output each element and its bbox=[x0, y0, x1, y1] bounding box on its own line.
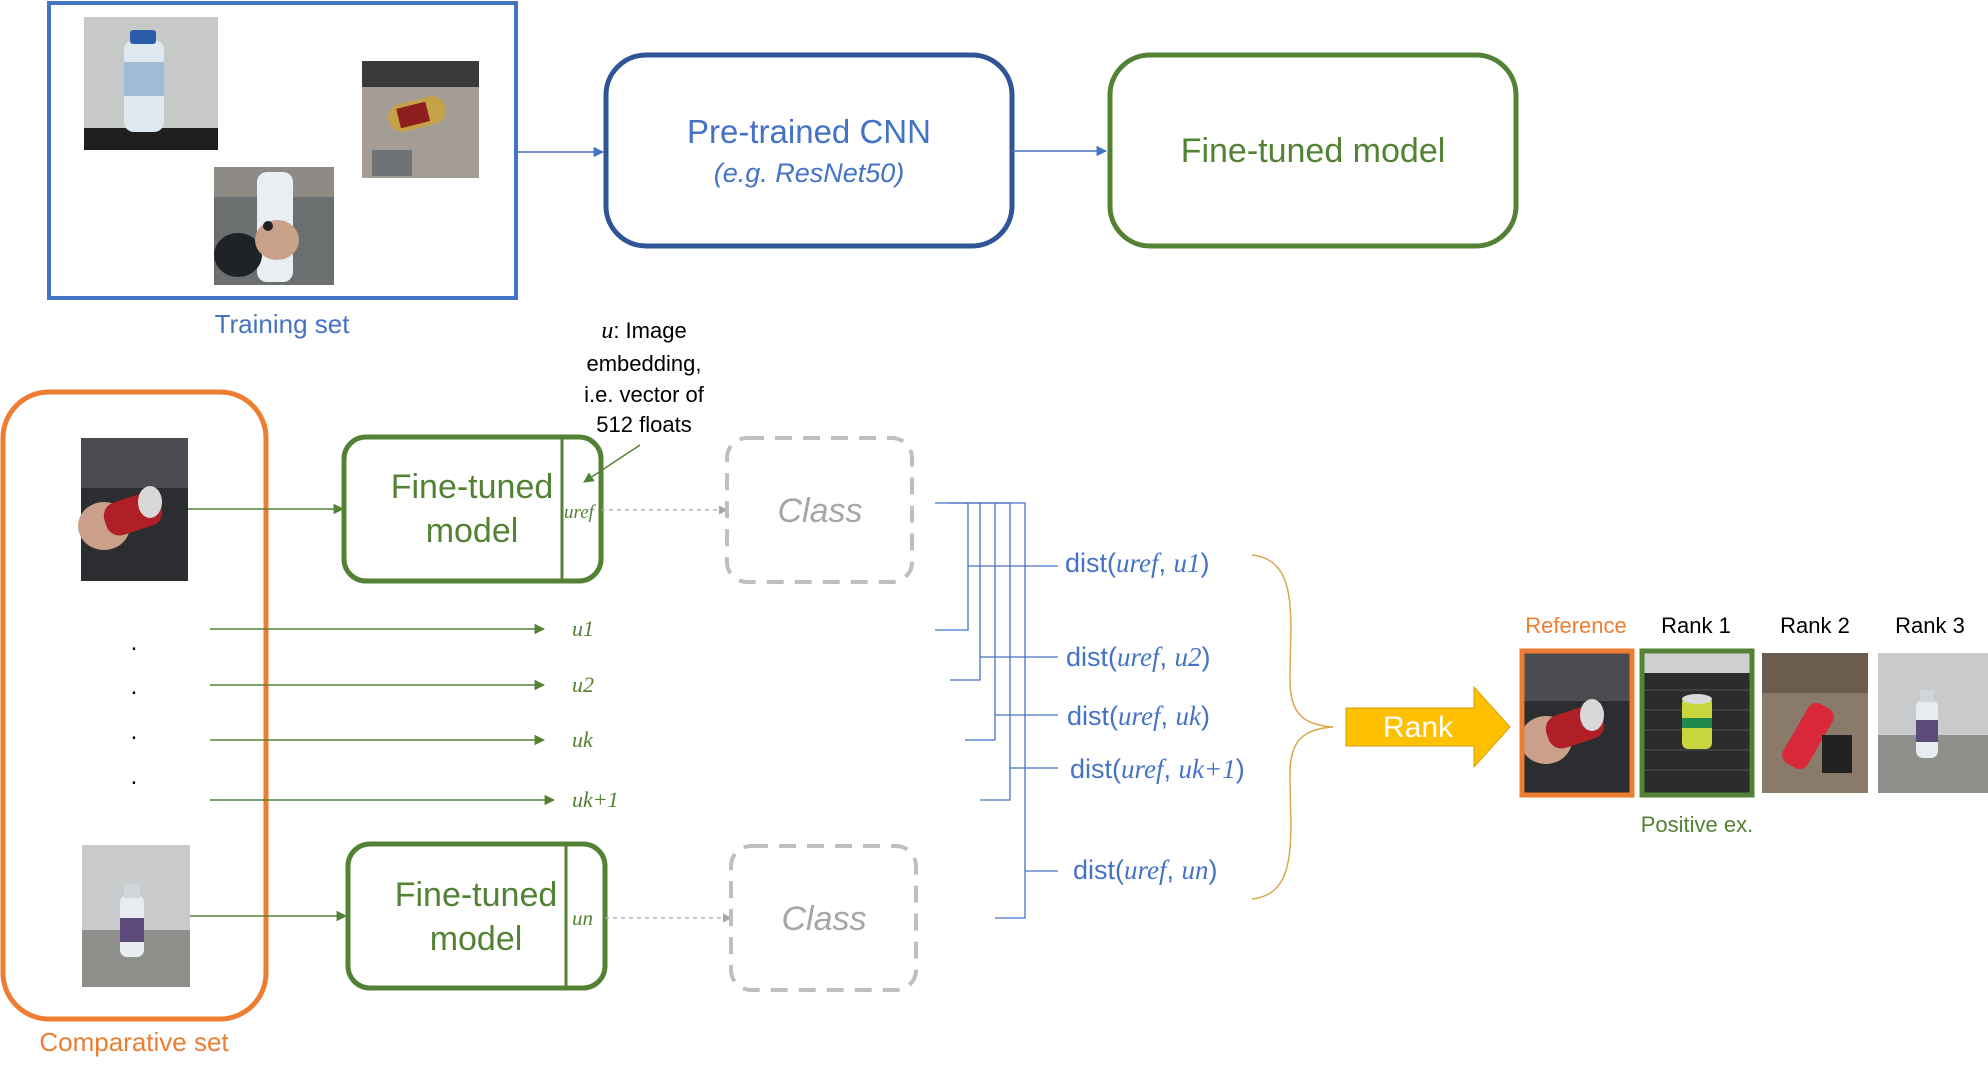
distance-1: dist(uref, u1) bbox=[1065, 548, 1210, 578]
dot-1: . bbox=[131, 629, 138, 656]
embedding-u1: u1 bbox=[572, 616, 594, 641]
cnn-title: Pre-trained CNN bbox=[687, 113, 931, 150]
distance-n: dist(uref, un) bbox=[1073, 855, 1218, 885]
annotation-line4: 512 floats bbox=[596, 412, 691, 437]
annotation-u-var: u bbox=[601, 318, 613, 344]
embedding-u2: u2 bbox=[572, 672, 594, 697]
embedding-uk: uk bbox=[572, 727, 594, 752]
dot-4: . bbox=[131, 763, 138, 790]
comparative-set-group: Comparative set bbox=[0, 389, 269, 1057]
class-box-upper: Class bbox=[725, 436, 914, 584]
reference-label: Reference bbox=[1525, 613, 1627, 638]
class-box-lower: Class bbox=[729, 844, 918, 992]
lower-model-line1: Fine-tuned bbox=[395, 876, 558, 914]
training-set-group: Training set bbox=[47, 1, 518, 339]
comparative-photo-bottle bbox=[82, 845, 190, 987]
pretrained-cnn-box: Pre-trained CNN (e.g. ResNet50) bbox=[603, 52, 1015, 249]
result-rank3-image bbox=[1878, 653, 1988, 793]
annotation-line3: i.e. vector of bbox=[584, 382, 705, 407]
lower-model-line2: model bbox=[430, 920, 523, 958]
fine-tuned-model-label-top: Fine-tuned model bbox=[1181, 132, 1446, 170]
distance-k1: dist(uref, uk+1) bbox=[1070, 754, 1245, 784]
fine-tuned-model-box-lower: Fine-tuned model un bbox=[345, 841, 608, 991]
comparative-set-frame bbox=[0, 389, 269, 1022]
class-label-lower: Class bbox=[781, 900, 866, 938]
dot-3: . bbox=[131, 718, 138, 745]
result-rank2-image bbox=[1762, 653, 1868, 793]
fine-tuned-model-box-upper: Fine-tuned model uref bbox=[341, 434, 604, 584]
embedding-un-label: un bbox=[572, 906, 593, 930]
embedding-uref-label: uref bbox=[564, 502, 597, 523]
ellipsis-dots: . . . . bbox=[131, 629, 138, 790]
rank-arrow-label: Rank bbox=[1383, 711, 1454, 744]
rank2-label: Rank 2 bbox=[1780, 613, 1850, 638]
training-set-label: Training set bbox=[215, 309, 351, 339]
comparative-photo-reference bbox=[78, 438, 188, 581]
dot-2: . bbox=[131, 673, 138, 700]
distance-list: dist(uref, u1) dist(uref, u2) dist(uref,… bbox=[1065, 548, 1245, 885]
distance-connectors bbox=[935, 502, 1058, 919]
distance-brace bbox=[1251, 554, 1334, 900]
distance-k: dist(uref, uk) bbox=[1067, 701, 1210, 731]
distance-2: dist(uref, u2) bbox=[1066, 642, 1211, 672]
training-set-frame bbox=[47, 1, 518, 300]
rank-arrow: Rank bbox=[1345, 685, 1511, 769]
rank1-label: Rank 1 bbox=[1661, 613, 1731, 638]
upper-model-line1: Fine-tuned bbox=[391, 468, 554, 506]
comparative-set-label: Comparative set bbox=[39, 1027, 229, 1057]
ranking-results: Reference Rank 1 Rank 2 Rank 3 bbox=[1519, 613, 1988, 837]
training-photo-hand-bottle bbox=[214, 167, 334, 285]
result-rank1-image bbox=[1639, 648, 1755, 798]
training-photo-can bbox=[362, 61, 479, 178]
annotation-pointer bbox=[583, 444, 641, 483]
embedding-uk1: uk+1 bbox=[572, 787, 619, 812]
result-reference-image bbox=[1519, 648, 1635, 798]
svg-text:u: Image: u: Image bbox=[601, 318, 686, 344]
rank3-label: Rank 3 bbox=[1895, 613, 1965, 638]
class-label-upper: Class bbox=[777, 492, 862, 530]
fine-tuned-model-box-top: Fine-tuned model bbox=[1107, 52, 1519, 249]
annotation-line2: embedding, bbox=[587, 351, 702, 376]
embedding-annotation: u: Image embedding, i.e. vector of 512 f… bbox=[583, 318, 705, 483]
annotation-line1: : Image bbox=[613, 318, 686, 343]
cnn-subtitle: (e.g. ResNet50) bbox=[714, 158, 905, 188]
training-photo-bottle bbox=[84, 17, 218, 150]
upper-model-line2: model bbox=[426, 512, 519, 550]
positive-example-label: Positive ex. bbox=[1641, 812, 1754, 837]
